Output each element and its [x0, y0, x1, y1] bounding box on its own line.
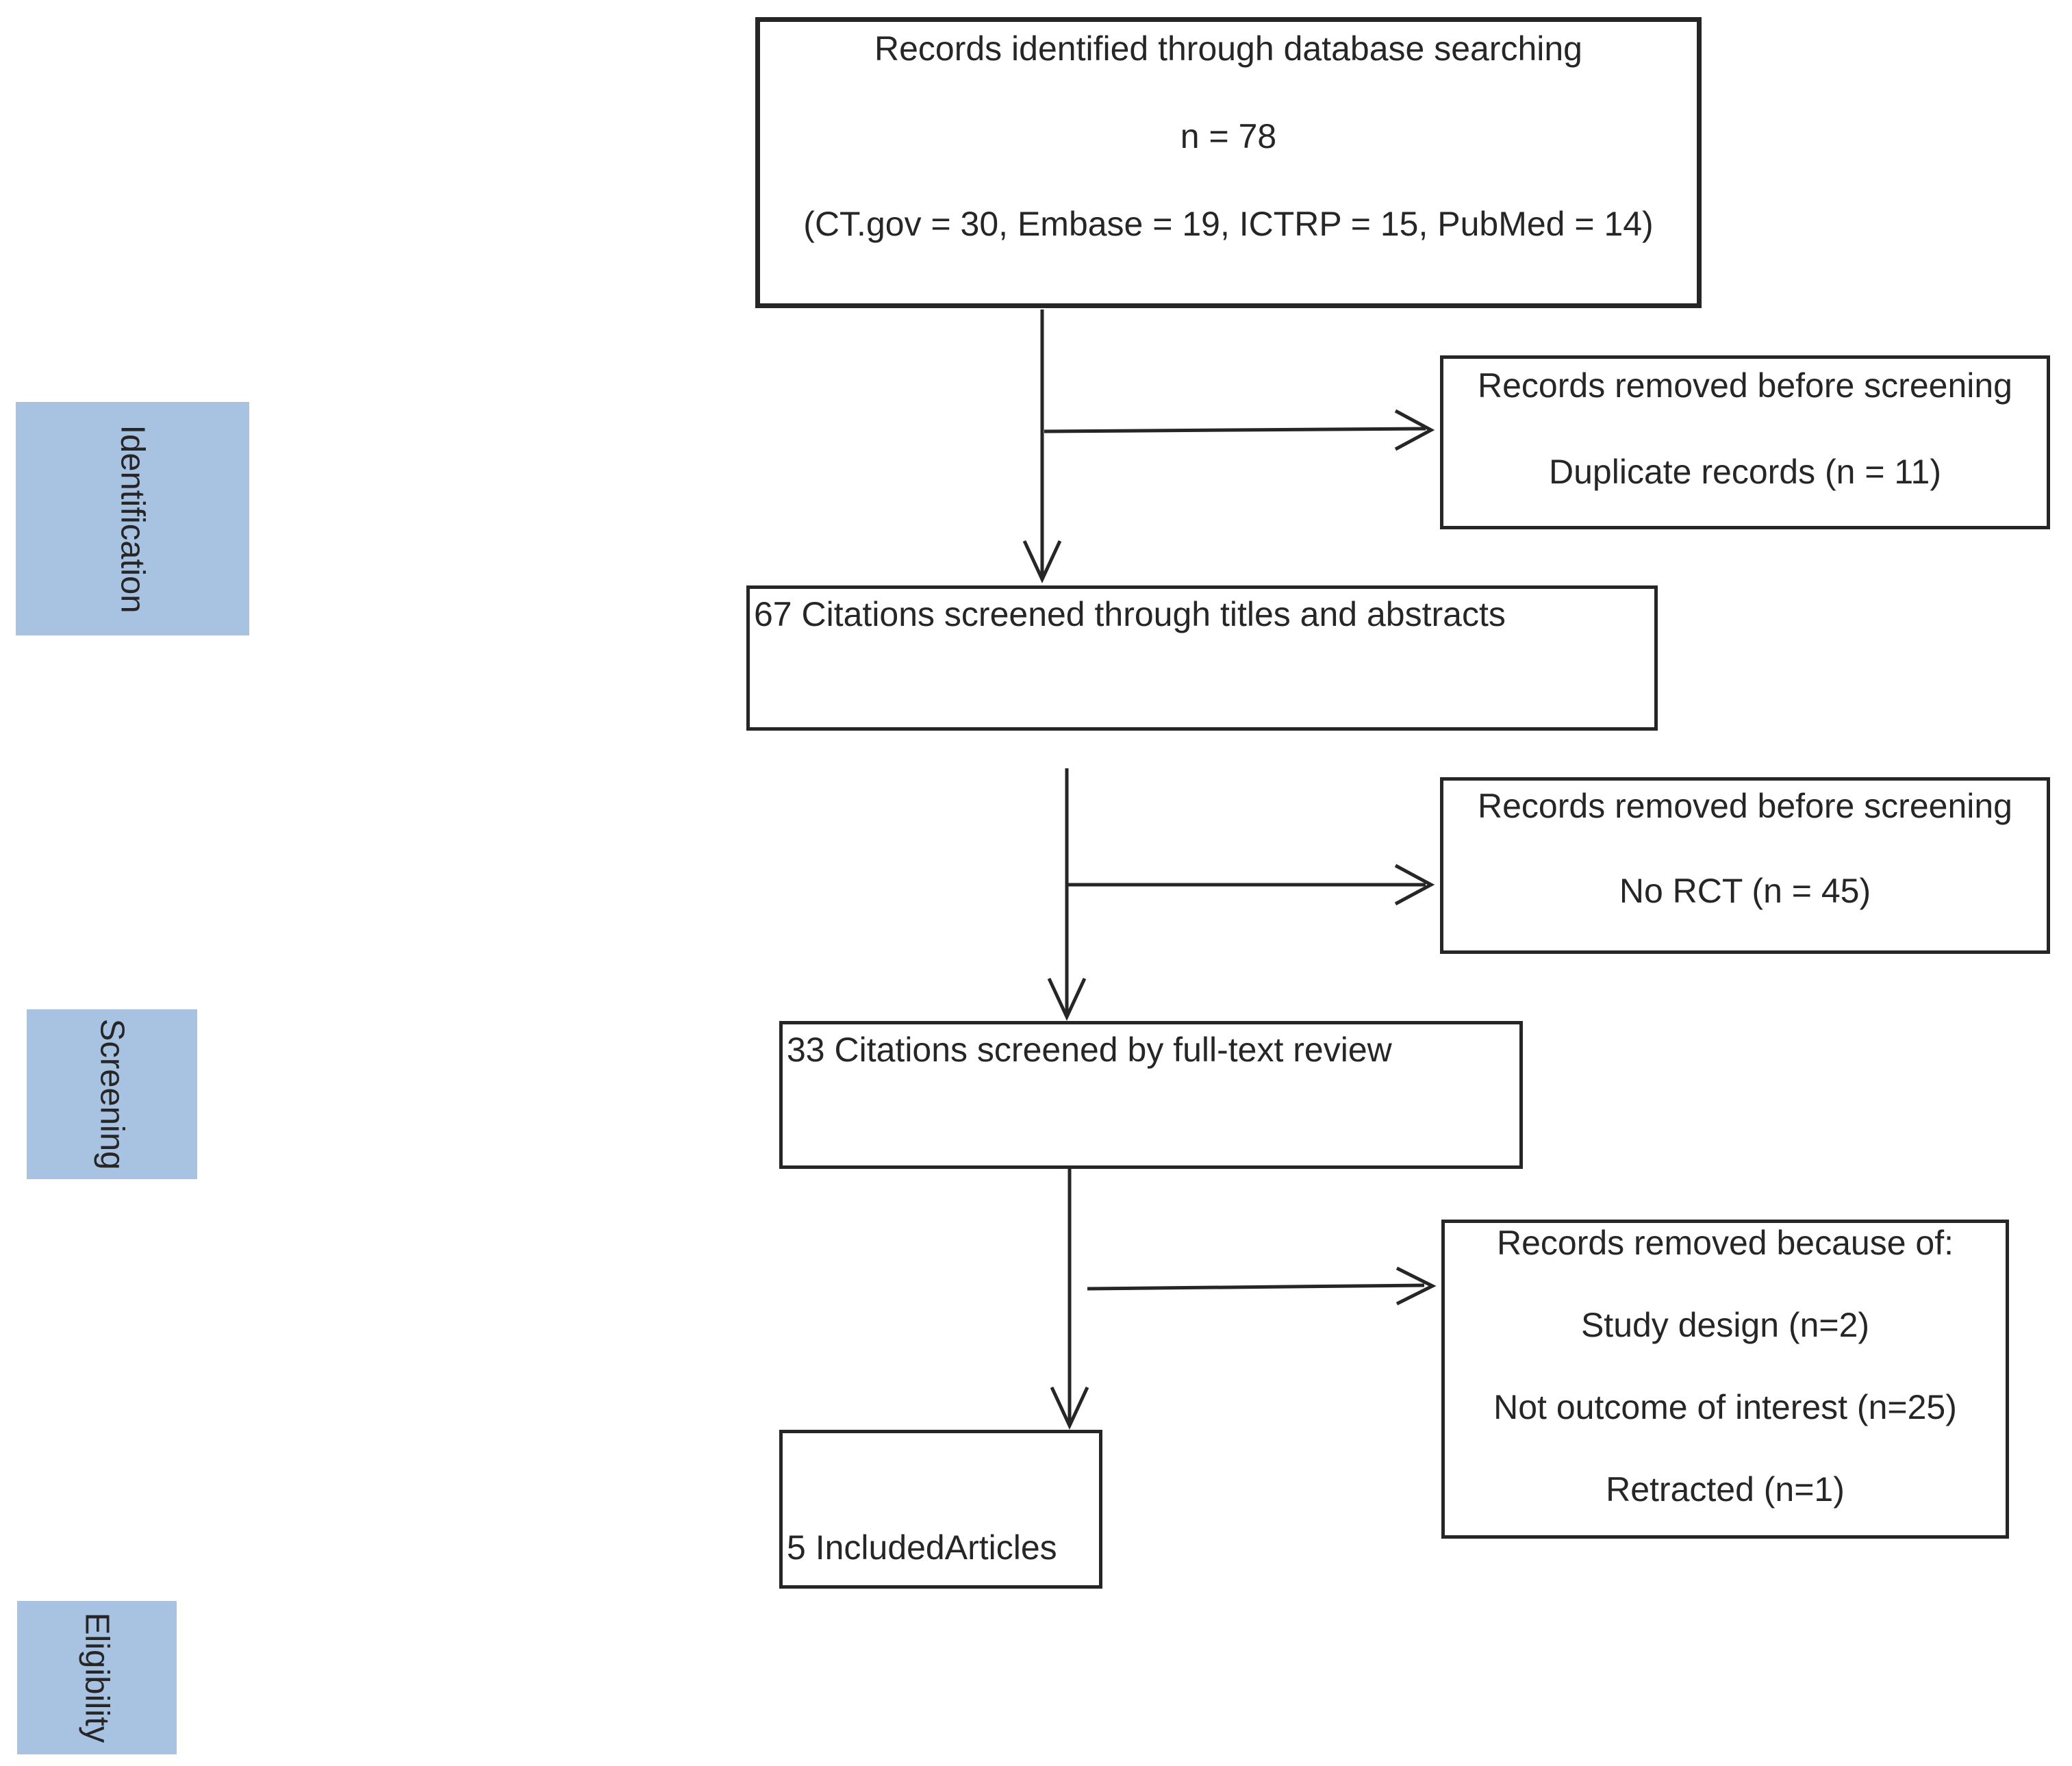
node-citations-screened-titles-abstracts: 67 Citations screened through titles and…: [746, 585, 1658, 731]
stage-label-text: Screening: [93, 1018, 131, 1170]
node-records-removed-because-of: Records removed because of: Study design…: [1441, 1220, 2009, 1539]
arrow-identified-down: [1022, 310, 1062, 583]
stage-label-identification: Identification: [16, 402, 249, 635]
stage-label-text: Identification: [114, 424, 151, 614]
node-reason: Study design (n=2): [1580, 1306, 1870, 1344]
node-removed-before-screening-no-rct: Records removed before screening No RCT …: [1440, 777, 2050, 954]
arrowhead-right-icon: [1394, 863, 1435, 906]
arrowhead-right-icon: [1394, 409, 1435, 451]
arrow-screened-fulltext-down: [1050, 1168, 1089, 1430]
node-removed-before-screening-duplicates: Records removed before screening Duplica…: [1440, 355, 2050, 529]
connector-line: [1087, 1283, 1425, 1291]
connector-line: [1044, 427, 1426, 433]
arrow-screened-titles-down: [1047, 768, 1087, 1021]
node-reason: Not outcome of interest (n=25): [1493, 1388, 1957, 1426]
arrow-to-removed-duplicates: [1044, 409, 1435, 451]
node-records-identified: Records identified through database sear…: [755, 17, 1702, 308]
stage-label-eligibility: Eligibility: [17, 1601, 177, 1754]
arrowhead-down-icon: [1022, 540, 1062, 583]
node-count: n = 78: [1180, 117, 1277, 155]
node-reason: Retracted (n=1): [1606, 1470, 1845, 1509]
arrowhead-down-icon: [1050, 1386, 1089, 1430]
stage-label-screening: Screening: [27, 1009, 197, 1179]
stage-label-text: Eligibility: [78, 1612, 116, 1743]
node-included-articles: 5 IncludedArticles: [779, 1430, 1102, 1589]
node-citations-screened-full-text: 33 Citations screened by full-text revie…: [779, 1021, 1523, 1169]
node-title: Records removed before screening: [1478, 366, 2012, 405]
node-reason: Duplicate records (n = 11): [1549, 453, 1941, 491]
arrowhead-right-icon: [1395, 1266, 1437, 1306]
node-source-breakdown: (CT.gov = 30, Embase = 19, ICTRP = 15, P…: [803, 205, 1654, 243]
node-reason: No RCT (n = 45): [1619, 872, 1871, 910]
node-title: 67 Citations screened through titles and…: [754, 595, 1506, 633]
arrow-to-removed-fulltext: [1087, 1266, 1437, 1306]
arrow-to-removed-no-rct: [1067, 863, 1435, 906]
node-title: 33 Citations screened by full-text revie…: [787, 1031, 1392, 1069]
node-title: Records identified through database sear…: [874, 29, 1582, 68]
arrowhead-down-icon: [1047, 977, 1087, 1021]
node-title: Records removed before screening: [1478, 787, 2012, 825]
node-title: Records removed because of:: [1496, 1224, 1954, 1262]
node-title: 5 IncludedArticles: [787, 1528, 1057, 1567]
